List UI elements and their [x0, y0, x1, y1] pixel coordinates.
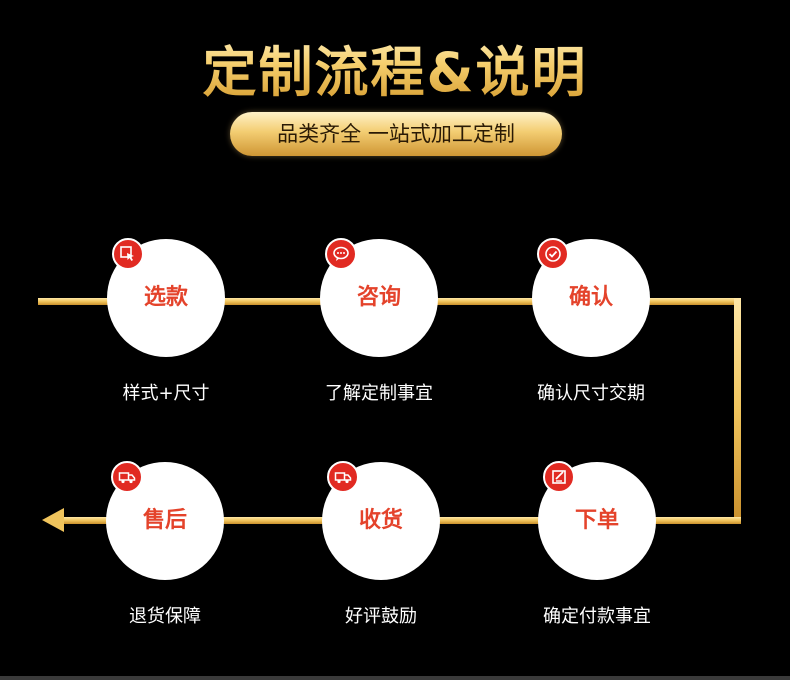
check-circle-icon: [537, 238, 569, 270]
delivery-truck-icon: [327, 461, 359, 493]
chat-bubble-icon: [325, 238, 357, 270]
step-desc-confirm: 确认尺寸交期: [537, 383, 645, 404]
step-node-confirm: 确认: [532, 239, 650, 357]
step-desc-order: 确定付款事宜: [543, 606, 651, 627]
page-title: 定制流程&说明: [0, 28, 790, 107]
delivery-truck-icon: [111, 461, 143, 493]
step-desc-select: 样式+尺寸: [122, 383, 210, 404]
cursor-select-icon: [112, 238, 144, 270]
step-desc-consult: 了解定制事宜: [325, 383, 433, 404]
bottom-divider: [0, 676, 790, 680]
step-desc-receive: 好评鼓励: [345, 606, 417, 627]
step-node-consult: 咨询: [320, 239, 438, 357]
subtitle-banner: 品类齐全 一站式加工定制: [230, 112, 562, 156]
step-desc-aftersale: 退货保障: [129, 606, 201, 627]
order-form-icon: [543, 461, 575, 493]
